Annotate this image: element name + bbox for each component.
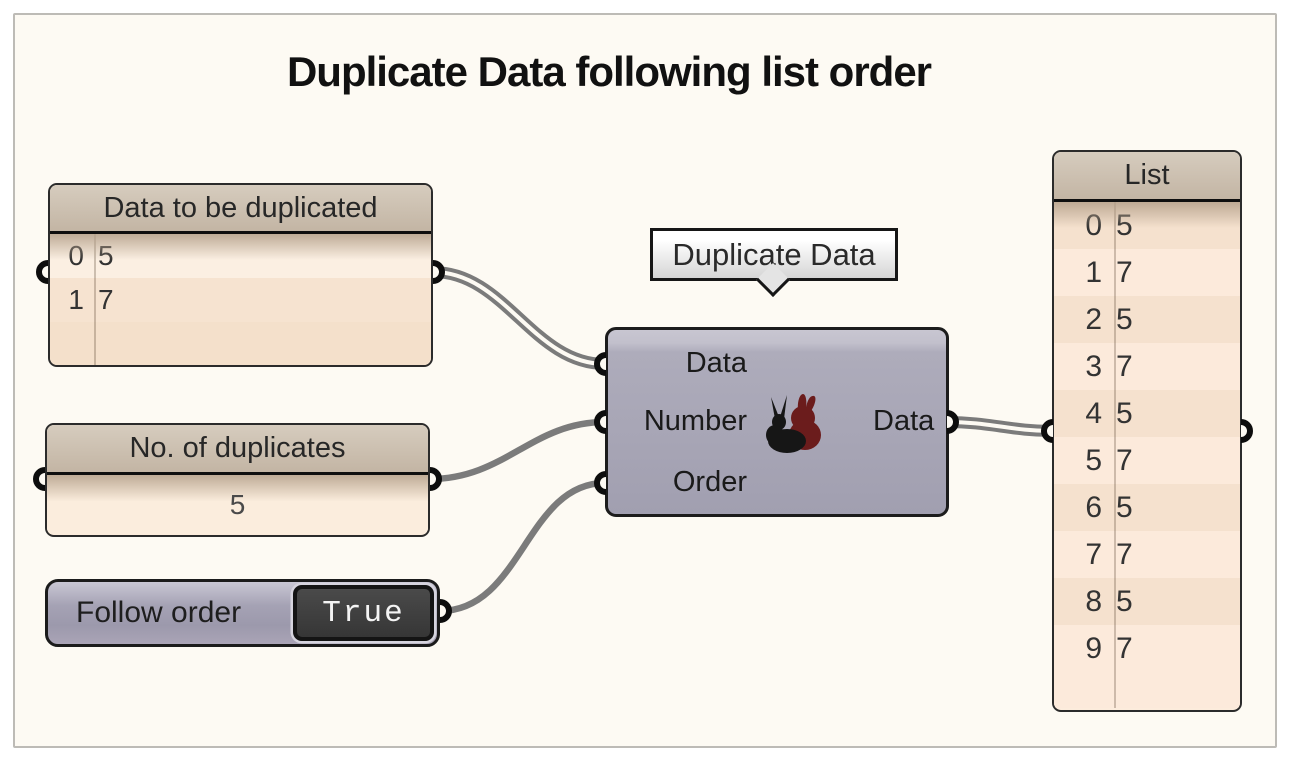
list-item: 0 5 bbox=[50, 234, 431, 278]
column-divider bbox=[94, 234, 96, 365]
row-index: 4 bbox=[1085, 396, 1102, 430]
empty-row-fill bbox=[50, 322, 431, 365]
row-value: 5 bbox=[1116, 584, 1133, 618]
row-index: 3 bbox=[1085, 349, 1102, 383]
row-value: 7 bbox=[98, 284, 114, 315]
panel-data-rows: 0 5 1 7 bbox=[50, 234, 431, 365]
column-divider bbox=[1114, 202, 1116, 708]
row-index: 0 bbox=[1085, 208, 1102, 242]
panel-no-of-duplicates[interactable]: No. of duplicates 5 bbox=[45, 423, 430, 537]
row-value: 5 bbox=[1116, 490, 1133, 524]
row-value: 7 bbox=[1116, 537, 1133, 571]
duplicate-data-rabbits-icon bbox=[766, 394, 821, 453]
row-index: 6 bbox=[1085, 490, 1102, 524]
row-value: 5 bbox=[1116, 208, 1133, 242]
row-value: 7 bbox=[1116, 443, 1133, 477]
toggle-value-button[interactable]: True bbox=[293, 585, 434, 641]
panel-count-value: 5 bbox=[47, 475, 428, 534]
row-index: 5 bbox=[1085, 443, 1102, 477]
row-value: 7 bbox=[1116, 255, 1133, 289]
row-value: 5 bbox=[1116, 302, 1133, 336]
panel-count-header: No. of duplicates bbox=[47, 425, 428, 475]
row-index: 9 bbox=[1085, 631, 1102, 665]
row-index: 8 bbox=[1085, 584, 1102, 618]
list-item: 1 7 bbox=[50, 278, 431, 322]
row-value: 5 bbox=[98, 240, 114, 271]
input-port-order[interactable]: Order bbox=[672, 465, 747, 498]
panel-data-to-be-duplicated[interactable]: Data to be duplicated 0 5 1 7 bbox=[48, 183, 433, 367]
panel-list-header: List bbox=[1054, 152, 1240, 202]
input-port-number[interactable]: Number bbox=[643, 404, 747, 437]
row-index: 1 bbox=[1085, 255, 1102, 289]
row-index: 1 bbox=[68, 284, 84, 315]
panel-data-header: Data to be duplicated bbox=[50, 185, 431, 234]
row-index: 7 bbox=[1085, 537, 1102, 571]
boolean-toggle-follow-order[interactable]: Follow order True bbox=[45, 579, 440, 647]
row-value: 5 bbox=[1116, 396, 1133, 430]
output-port-data[interactable]: Data bbox=[873, 404, 935, 437]
row-value: 7 bbox=[1116, 349, 1133, 383]
row-index: 0 bbox=[68, 240, 84, 271]
row-index: 2 bbox=[1085, 302, 1102, 336]
empty-row-fill bbox=[1054, 672, 1240, 708]
input-port-data[interactable]: Data bbox=[685, 346, 747, 379]
row-value: 7 bbox=[1116, 631, 1133, 665]
page-title: Duplicate Data following list order bbox=[286, 48, 932, 95]
toggle-label: Follow order bbox=[76, 596, 242, 629]
